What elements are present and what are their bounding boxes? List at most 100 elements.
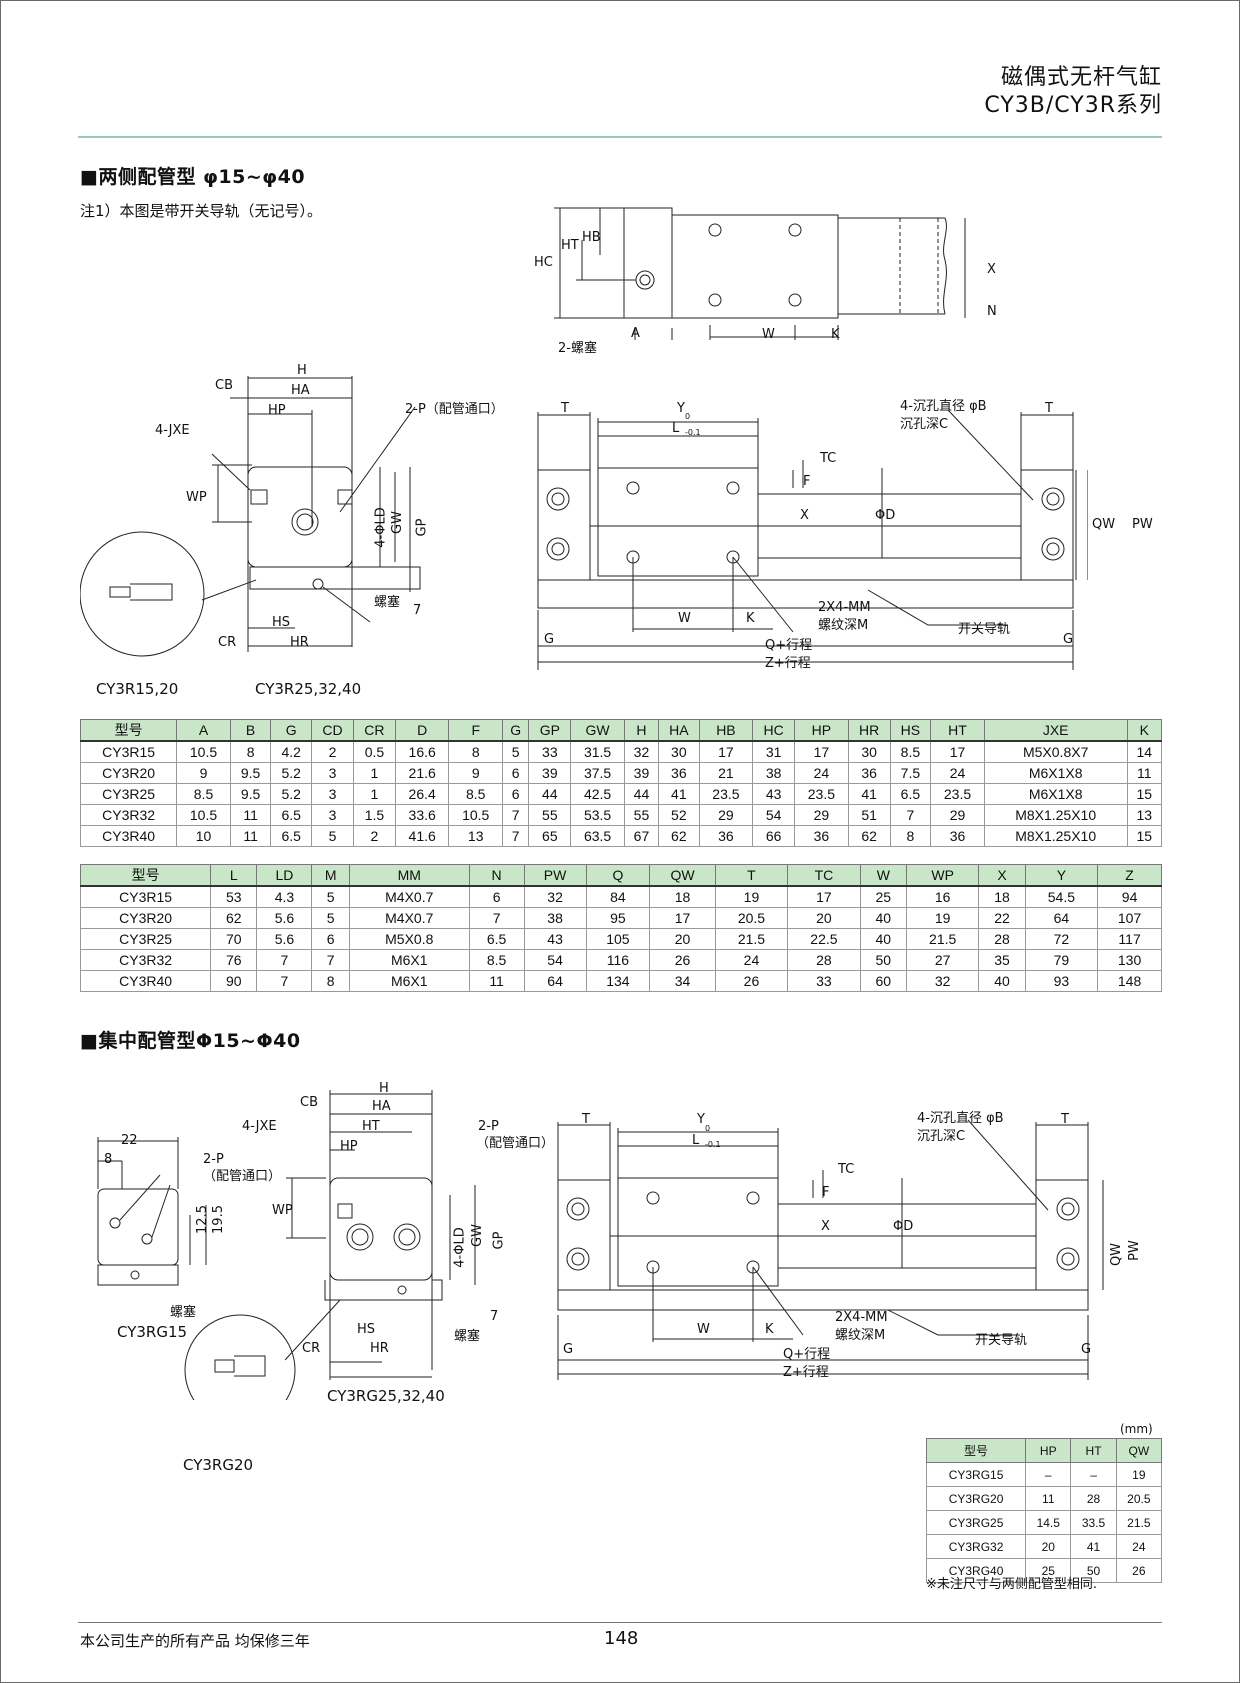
table-cell: 33.6 <box>394 804 450 826</box>
table-cell: – <box>1025 1462 1072 1487</box>
table-cell: 37.5 <box>570 762 625 784</box>
table-cell: M6X1 <box>348 949 470 971</box>
table-header-cell: HP <box>794 719 849 742</box>
label-pw: PW <box>1132 517 1153 532</box>
table-cell: 84 <box>585 885 651 908</box>
label-f: F <box>803 474 811 489</box>
table-cell: 10.5 <box>176 804 231 826</box>
table-cell: 55 <box>528 804 572 826</box>
table-cell: 53.5 <box>570 804 625 826</box>
table-cell: 36 <box>658 762 700 784</box>
label-f-2: F <box>822 1185 830 1200</box>
table-cell: 9.5 <box>229 762 272 784</box>
label-hp: HP <box>268 403 286 418</box>
table-cell: 63.5 <box>570 825 625 847</box>
label-ld: 4-ΦLD <box>373 507 389 548</box>
table-cell: 11 <box>1025 1486 1072 1511</box>
label-plug: 螺塞 <box>374 595 401 610</box>
label-a: A <box>631 326 640 341</box>
table-cell: 17 <box>930 740 985 763</box>
table-header-cell: B <box>229 719 272 742</box>
table-cell: 50 <box>859 949 907 971</box>
table-header-cell: HT <box>1070 1438 1117 1463</box>
table-header-cell: HA <box>658 719 700 742</box>
label-g-right-2: G <box>1081 1342 1092 1357</box>
table-cell: 116 <box>585 949 651 971</box>
table-cell: 11 <box>468 970 525 992</box>
table-cell: 27 <box>905 949 980 971</box>
label-tc-2: TC <box>838 1162 855 1177</box>
table-cell: 18 <box>649 885 716 908</box>
table-header-cell: L <box>210 864 258 887</box>
table-cell: M5X0.8 <box>348 928 470 950</box>
label-ld-2: 4-ΦLD <box>452 1227 468 1268</box>
table-cell: 33 <box>787 970 861 992</box>
table-cell: 90 <box>210 970 258 992</box>
table-cell: 41 <box>847 783 891 805</box>
label-cb: CB <box>215 378 233 393</box>
table-cell: 7 <box>468 907 525 929</box>
table-cell: 10.5 <box>176 740 231 763</box>
label-k-top: K <box>831 327 840 342</box>
label-ha-2: HA <box>372 1099 391 1114</box>
table-cell: 62 <box>847 825 891 847</box>
table-header-cell: F <box>448 719 503 742</box>
table3-footnote: ※未注尺寸与两侧配管型相同. <box>926 1577 1098 1592</box>
table-header-cell: QW <box>1115 1438 1163 1463</box>
table-header-cell: G <box>501 719 530 742</box>
table-cell: 28 <box>787 949 861 971</box>
table-cell: CY3R25 <box>79 928 212 950</box>
label-h: H <box>297 363 307 378</box>
section1-title: ■两侧配管型 φ15~φ40 <box>80 166 306 188</box>
table-header-cell: TC <box>787 864 861 887</box>
top-view-drawing <box>540 200 1010 360</box>
label-22: 22 <box>121 1133 138 1148</box>
label-l-2: L <box>692 1133 700 1148</box>
label-hb: HB <box>582 230 601 245</box>
label-gw: GW <box>389 511 405 534</box>
table-cell: 20 <box>787 907 861 929</box>
table-cell: 93 <box>1024 970 1099 992</box>
table-cell: 15 <box>1126 825 1163 847</box>
table-cell: 6.5 <box>468 928 525 950</box>
table-cell: 8.5 <box>448 783 503 805</box>
label-y-2: Y <box>697 1112 705 1127</box>
table-cell: 8.5 <box>176 783 231 805</box>
header-rule <box>78 136 1162 138</box>
label-p2b-15: （配管通口） <box>203 1169 282 1184</box>
label-g-left-2: G <box>563 1342 574 1357</box>
table-cell: 134 <box>585 970 651 992</box>
table-cell: 148 <box>1097 970 1162 992</box>
table-cell: 8.5 <box>889 740 932 763</box>
table-cell: 5 <box>311 907 350 929</box>
table-cell: CY3R20 <box>79 907 212 929</box>
table-cell: 6 <box>501 762 530 784</box>
table-header-cell: HB <box>698 719 754 742</box>
label-hp-2: HP <box>340 1139 358 1154</box>
table-cell: 28 <box>978 928 1026 950</box>
table-cell: 53 <box>210 885 258 908</box>
table-cell: 11 <box>1126 762 1163 784</box>
table-cell: 6.5 <box>270 825 313 847</box>
label-hr: HR <box>290 635 309 650</box>
table-cell: 9 <box>176 762 231 784</box>
table-cell: 66 <box>752 825 796 847</box>
table-cell: 40 <box>859 907 907 929</box>
table-cell: 4.3 <box>256 885 313 908</box>
table-cell: 65 <box>528 825 572 847</box>
table-cell: 34 <box>649 970 716 992</box>
table-cell: 0.5 <box>352 740 396 763</box>
side-view-drawing <box>80 362 440 662</box>
label-p2: 2-P（配管通口） <box>405 402 504 417</box>
table-cell: 43 <box>752 783 796 805</box>
label-l: L <box>672 421 680 436</box>
table-header-cell: X <box>978 864 1026 887</box>
table-header-cell: CR <box>352 719 396 742</box>
